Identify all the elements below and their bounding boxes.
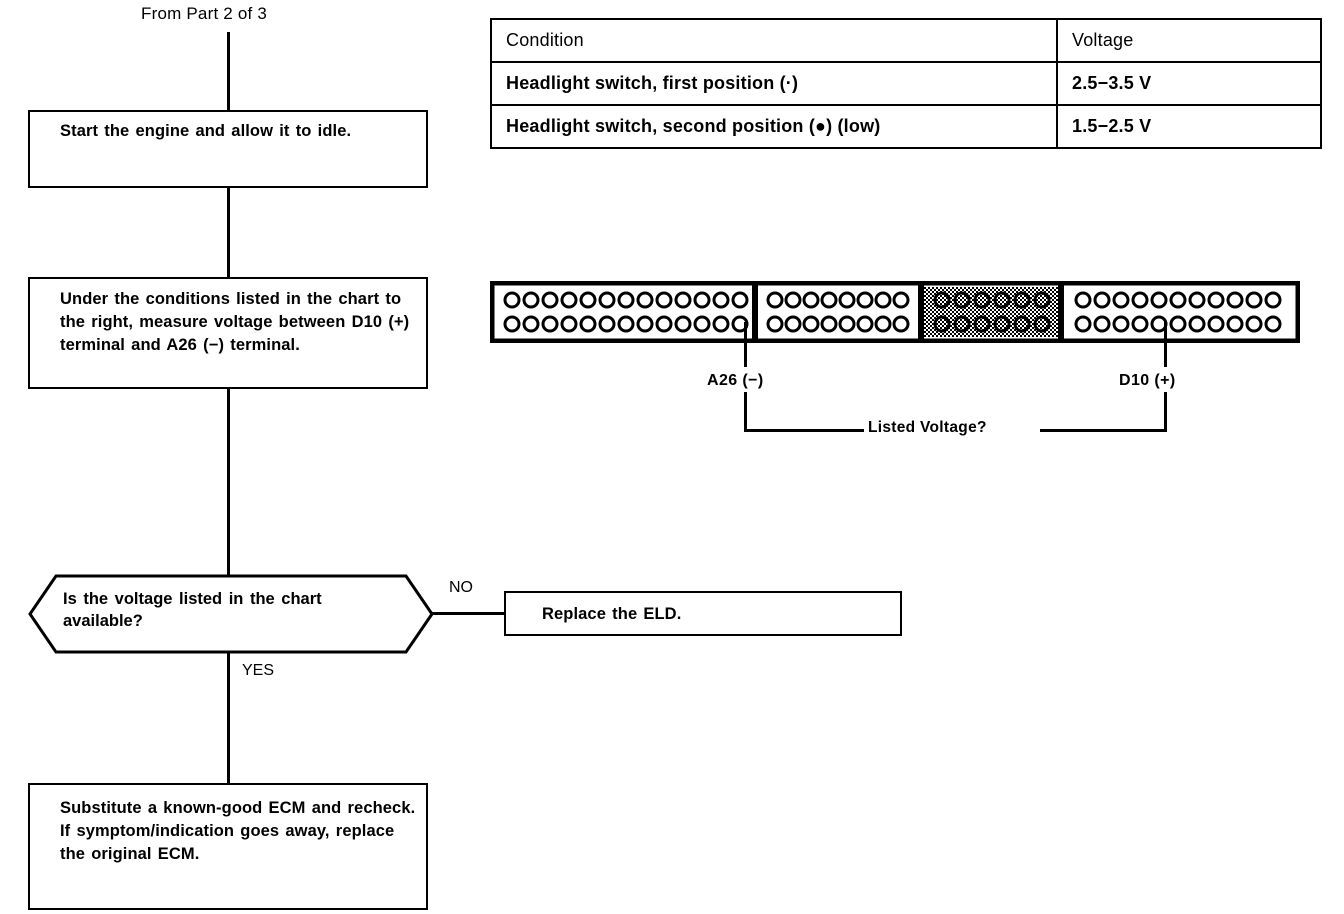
- table-cell-condition: Headlight switch, first position (·): [490, 61, 1058, 106]
- bracket-bottom-left: [744, 429, 864, 432]
- table-header-row: Condition Voltage: [490, 18, 1322, 63]
- entry-label: From Part 2 of 3: [141, 4, 268, 23]
- decision-voltage-listed: Is the voltage listed in the chart avail…: [28, 574, 434, 654]
- pin-group-section-1: [503, 291, 749, 333]
- connector-start-to-measure: [227, 188, 230, 277]
- table-header-condition: Condition: [490, 18, 1058, 63]
- step-start-engine: Start the engine and allow it to idle.: [28, 110, 428, 188]
- terminal-label-d10: D10 (+): [1119, 372, 1176, 389]
- step-measure-voltage: Under the conditions listed in the chart…: [28, 277, 428, 389]
- connector-measure-to-decision: [227, 389, 230, 577]
- table-cell-voltage: 2.5−3.5 V: [1056, 61, 1322, 106]
- decision-label: Is the voltage listed in the chart avail…: [63, 590, 322, 631]
- table-cell-condition: Headlight switch, second position (●) (l…: [490, 104, 1058, 149]
- connector-entry-to-start: [227, 32, 230, 110]
- terminal-label-a26: A26 (−): [707, 372, 764, 389]
- step-replace-eld: Replace the ELD.: [504, 591, 902, 636]
- connector-decision-to-ecm: [227, 652, 230, 783]
- table-row: Headlight switch, second position (●) (l…: [490, 104, 1322, 149]
- table-cell-voltage: 1.5−2.5 V: [1056, 104, 1322, 149]
- table-row: Headlight switch, first position (·) 2.5…: [490, 61, 1322, 106]
- table-header-voltage: Voltage: [1056, 18, 1322, 63]
- bracket-bottom-right: [1040, 429, 1167, 432]
- leader-line-d10: [1164, 322, 1167, 367]
- branch-label-no: NO: [449, 579, 473, 596]
- ecm-connector-diagram: [490, 281, 1300, 343]
- pin-group-section-3-shaded: [933, 291, 1051, 333]
- measurement-label: Listed Voltage?: [868, 419, 987, 436]
- leader-line-a26: [744, 322, 747, 367]
- pin-group-section-4: [1074, 291, 1282, 333]
- bracket-right-leg: [1164, 392, 1167, 432]
- bracket-left-leg: [744, 392, 747, 432]
- connector-decision-to-eld: [432, 612, 506, 615]
- branch-label-yes: YES: [242, 662, 275, 679]
- pin-group-section-2: [766, 291, 910, 333]
- decision-shape: [28, 574, 434, 654]
- connector-shape: [490, 281, 1300, 343]
- voltage-condition-table: Condition Voltage Headlight switch, firs…: [490, 18, 1322, 149]
- step-substitute-ecm: Substitute a known-good ECM and recheck.…: [28, 783, 428, 910]
